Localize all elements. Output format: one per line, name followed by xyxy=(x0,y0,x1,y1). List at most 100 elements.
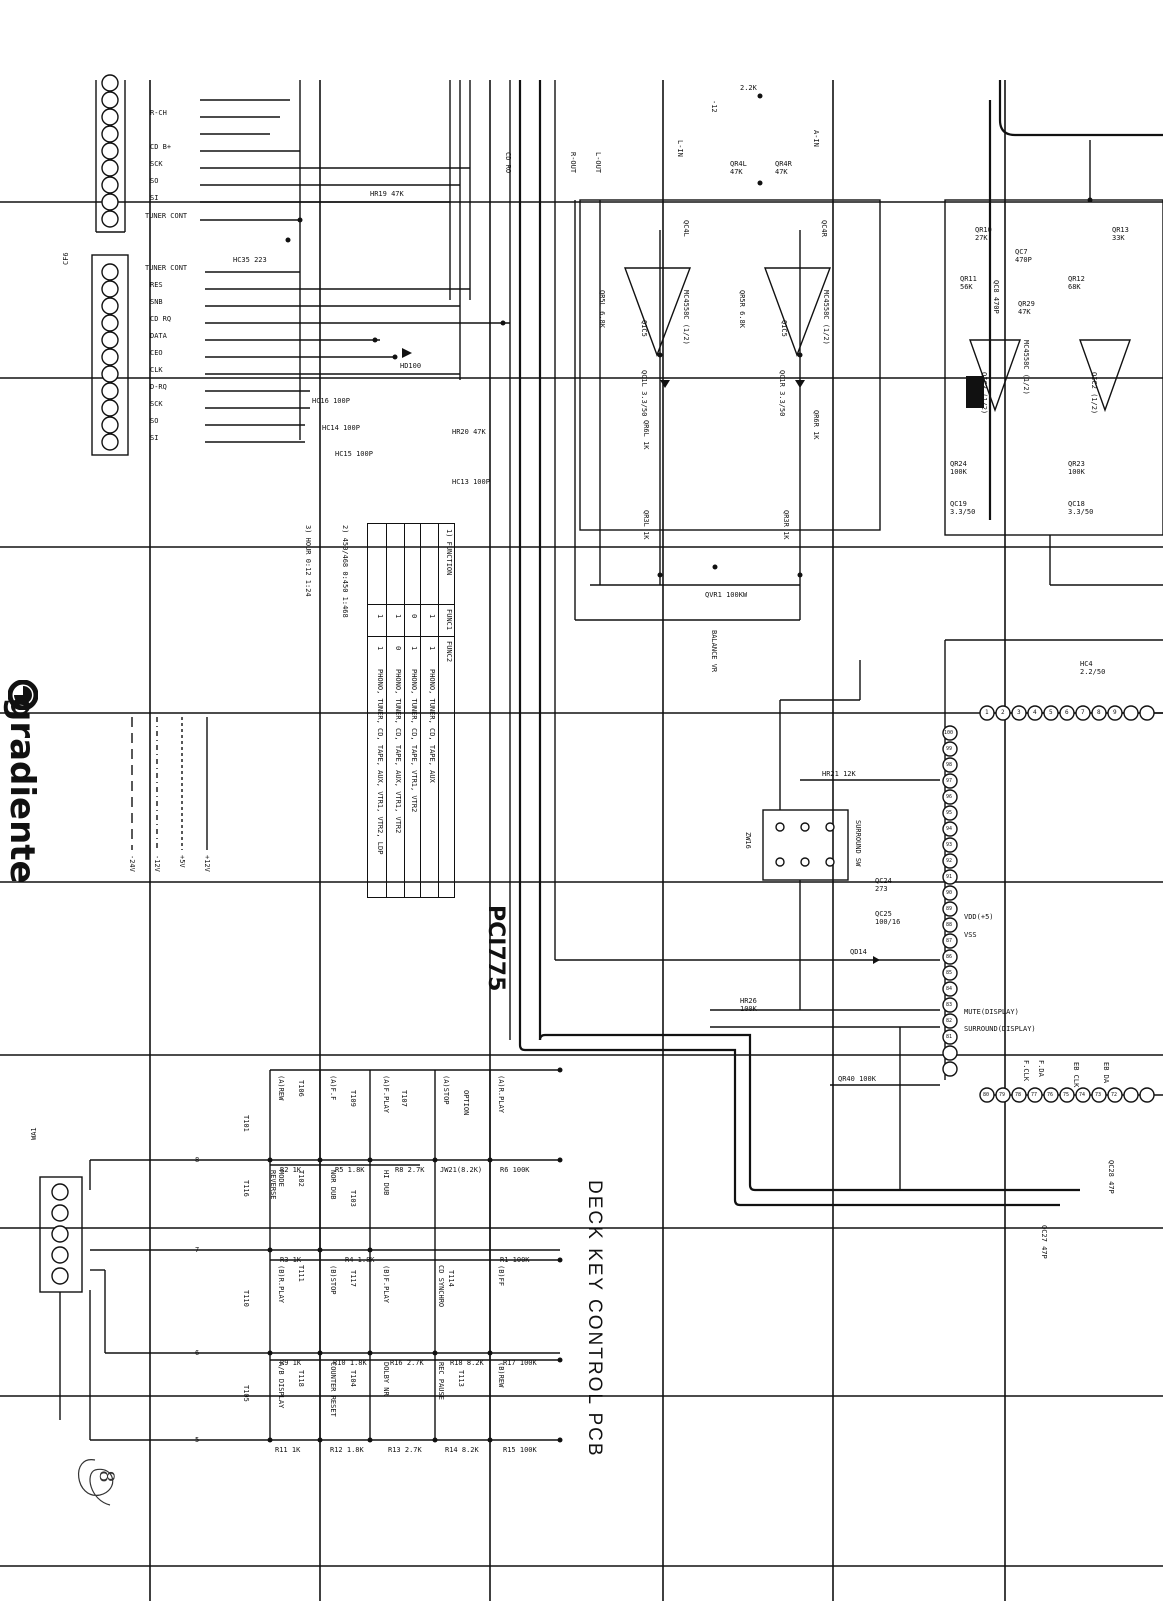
pin-num: 8 xyxy=(1097,709,1101,716)
switch-label: MODE REVERSE xyxy=(269,1170,285,1200)
comp-hr26: HR26 100K xyxy=(740,997,757,1013)
pin-num: 83 xyxy=(946,1002,953,1008)
wa1-pin-5: 5 xyxy=(195,1436,200,1444)
pin-num: 95 xyxy=(946,810,953,816)
brand-logo xyxy=(7,679,39,920)
pin-num: 99 xyxy=(946,746,953,752)
pin-label-si: SI xyxy=(150,194,159,202)
pin-num: 9 xyxy=(1113,709,1117,716)
comp-hr19: HR19 47K xyxy=(370,190,404,198)
switch-id: T103 xyxy=(349,1190,357,1207)
switch-label: REC PAUSE xyxy=(437,1362,445,1400)
cf6-pin-1: TUNER CONT xyxy=(145,264,188,272)
comp-zw16: ZW16 xyxy=(744,832,752,849)
switch-id: T105 xyxy=(242,1385,250,1402)
resistor: R8 2.7K xyxy=(395,1166,425,1174)
table-cell: 0 xyxy=(394,646,402,651)
comp-hc14: HC14 100P xyxy=(322,424,360,432)
pin-num: 90 xyxy=(946,890,953,896)
pin-num: 73 xyxy=(1095,1092,1102,1098)
comp-hc13: HC13 100P xyxy=(452,478,490,486)
pin-label-rch: R-CH xyxy=(150,109,167,117)
brand-name: gradiente xyxy=(2,697,42,884)
signal-l-in: L-IN xyxy=(676,140,684,157)
comp-qc28: QC28 47P xyxy=(1107,1160,1115,1194)
comp-hc4: HC4 2.2/50 xyxy=(1080,660,1106,676)
pin-num: 91 xyxy=(946,874,953,880)
comp-qic2: QIC2 (1/2) xyxy=(1090,372,1098,415)
switch-label: COUNTER RESET xyxy=(329,1362,337,1417)
pin-num: 2 xyxy=(1001,709,1005,716)
comp-qr13: QR13 33K xyxy=(1112,226,1129,242)
comp-qc8: QC8 470P xyxy=(992,280,1000,314)
pin-num: 97 xyxy=(946,778,953,784)
cf6-pin-3: SNB xyxy=(150,298,163,306)
pin-num: 84 xyxy=(946,986,953,992)
micro-vdd: VDD(+5) xyxy=(964,913,994,921)
switch-id: T106 xyxy=(297,1080,305,1097)
table-cell: 0 xyxy=(410,614,418,619)
micro-vss: VSS xyxy=(964,931,977,939)
cf6-pin-4: CD RQ xyxy=(150,315,172,323)
comp-qr23: QR23 100K xyxy=(1068,460,1085,476)
pin-num: 4 xyxy=(1033,709,1037,716)
switch-label: HI DUB xyxy=(382,1170,390,1196)
resistor: R15 100K xyxy=(503,1446,537,1454)
comp-hc16: HC16 100P xyxy=(312,397,350,405)
switch-id: T117 xyxy=(349,1270,357,1287)
switch-id: T116 xyxy=(242,1180,250,1197)
comp-qr6r: QR6R 1K xyxy=(812,410,820,440)
table-cell: 1 xyxy=(376,646,384,651)
comp-qr11: QR11 56K xyxy=(960,275,977,291)
micro-surround: SURROUND(DISPLAY) xyxy=(964,1025,1036,1033)
signal-minus12: -12 xyxy=(710,100,718,113)
switch-id: T110 xyxy=(242,1290,250,1307)
switch-label: (A)F.F xyxy=(329,1075,337,1101)
pin-num: 100 xyxy=(944,730,954,736)
comp-qvr1: QVR1 100KW xyxy=(705,591,748,599)
legend-minus24v: -24V xyxy=(128,855,136,872)
switch-id: T109 xyxy=(349,1090,357,1107)
comp-hc35: HC35 223 xyxy=(233,256,267,264)
function-table: 1) FUNCTION FUNC1 FUNC2 1 1 PHONO, TUNER… xyxy=(367,523,455,898)
comp-hc15: HC15 100P xyxy=(335,450,373,458)
comp-qr29: QR29 47K xyxy=(1018,300,1035,316)
resistor: R10 1.8K xyxy=(333,1359,367,1367)
pin-num: 80 xyxy=(983,1092,990,1098)
table-header-func1: FUNC1 xyxy=(445,609,453,631)
pin-num: 87 xyxy=(946,938,953,944)
pin-label-cdb: CD B+ xyxy=(150,143,172,151)
pin-num: 79 xyxy=(999,1092,1006,1098)
pin-num: 88 xyxy=(946,922,953,928)
comp-qr10: QR10 27K xyxy=(975,226,992,242)
resistor: R1 100K xyxy=(500,1256,530,1264)
comp-qr3l: QR3L 1K xyxy=(642,510,650,540)
switch-id: T113 xyxy=(457,1370,465,1387)
comp-qic3-b: MC4558C (1/2) xyxy=(1022,340,1030,395)
signal-l-out: L-OUT xyxy=(594,152,602,174)
pin-num: 89 xyxy=(946,906,953,912)
switch-id: T107 xyxy=(400,1090,408,1107)
pin-num: 77 xyxy=(1031,1092,1038,1098)
pin-num: 93 xyxy=(946,842,953,848)
table-cell: 1 xyxy=(394,614,402,619)
comp-qr5l: QR5L 6.8K xyxy=(598,290,606,328)
pin-num: 81 xyxy=(946,1034,953,1040)
resistor: JW21(8.2K) xyxy=(440,1166,483,1174)
comp-hr21: HR21 12K xyxy=(822,770,856,778)
micro-eb-da: EB DA xyxy=(1102,1062,1110,1084)
comp-qc4l: QC4L xyxy=(682,220,690,237)
table-cell: PHONO, TUNER, CD, TAPE, AUX, VTR1, VTR2 xyxy=(394,669,402,834)
cf6-pin-10: SO xyxy=(150,417,159,425)
comp-qc1l: QC1L 3.3/50 xyxy=(640,370,648,417)
legend-plus12v: +12V xyxy=(203,855,211,872)
comp-hr20: HR20 47K xyxy=(452,428,486,436)
pin-num: 74 xyxy=(1079,1092,1086,1098)
pin-num: 86 xyxy=(946,954,953,960)
resistor: R2 1K xyxy=(280,1166,302,1174)
pin-num: 1 xyxy=(985,709,989,716)
comp-qc24: QC24 273 xyxy=(875,877,892,893)
switch-label: (B)FF xyxy=(497,1265,505,1287)
switch-label: (A)REW xyxy=(277,1075,285,1101)
wa1-pin-8: 8 xyxy=(195,1156,200,1164)
